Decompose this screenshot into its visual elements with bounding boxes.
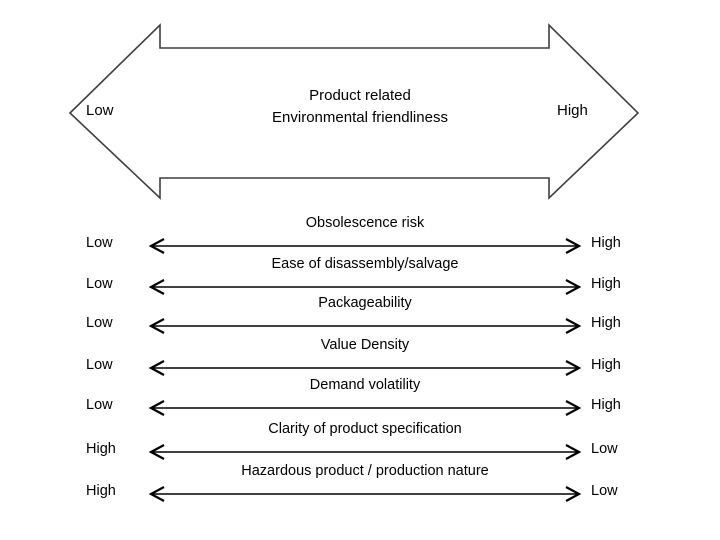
banner-title-line-2: Environmental friendliness [272, 109, 448, 126]
scale-caption: Value Density [320, 337, 410, 353]
scale-row: Ease of disassembly/salvage Low High [0, 255, 720, 297]
scale-left-label: High [86, 483, 116, 499]
scale-double-arrow-icon [148, 400, 582, 416]
scale-caption: Packageability [318, 295, 412, 311]
scale-caption: Ease of disassembly/salvage [271, 256, 459, 272]
banner-arrow-outline [68, 23, 640, 200]
scale-double-arrow-icon [148, 360, 582, 376]
scale-double-arrow-icon [148, 444, 582, 460]
scale-right-label: Low [591, 441, 618, 457]
scale-left-label: Low [86, 235, 113, 251]
scale-double-arrow-icon [148, 486, 582, 502]
scale-caption: Obsolescence risk [305, 215, 425, 231]
scale-caption: Hazardous product / production nature [241, 463, 489, 479]
scale-left-label: Low [86, 276, 113, 292]
scale-row: Clarity of product specification High Lo… [0, 420, 720, 462]
scale-right-label: High [591, 276, 621, 292]
scale-row: Hazardous product / production nature Hi… [0, 462, 720, 504]
scale-right-label: High [591, 357, 621, 373]
banner-title: Product related Environmental friendline… [200, 85, 520, 129]
banner-low-label: Low [86, 102, 114, 119]
scale-caption: Clarity of product specification [268, 421, 462, 437]
scale-right-label: Low [591, 483, 618, 499]
scale-caption: Demand volatility [309, 377, 421, 393]
scale-left-label: High [86, 441, 116, 457]
scale-row: Value Density Low High [0, 336, 720, 378]
scale-right-label: High [591, 315, 621, 331]
banner-high-label: High [557, 102, 588, 119]
scale-left-label: Low [86, 357, 113, 373]
banner-title-line-1: Product related [309, 87, 411, 104]
scale-double-arrow-icon [148, 318, 582, 334]
banner-arrow-shape [68, 23, 640, 200]
scale-row: Demand volatility Low High [0, 376, 720, 418]
scale-row: Packageability Low High [0, 294, 720, 336]
scale-row: Obsolescence risk Low High [0, 214, 720, 256]
scale-double-arrow-icon [148, 238, 582, 254]
scale-left-label: Low [86, 315, 113, 331]
scale-left-label: Low [86, 397, 113, 413]
scale-double-arrow-icon [148, 279, 582, 295]
scale-right-label: High [591, 397, 621, 413]
scale-right-label: High [591, 235, 621, 251]
